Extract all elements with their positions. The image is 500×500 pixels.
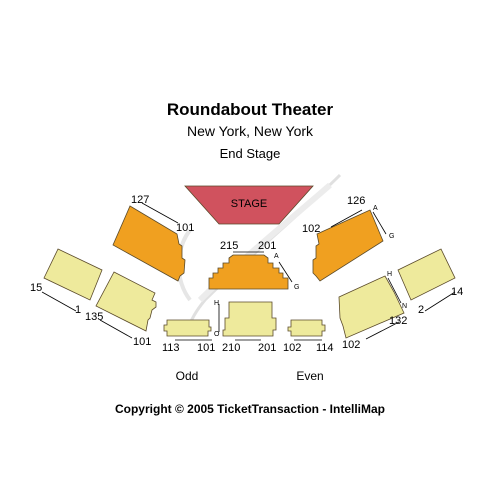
stage-label: STAGE bbox=[231, 198, 267, 210]
section-upper-right[interactable]: 126 102 A G bbox=[302, 195, 394, 282]
section-label-102-box: 102 bbox=[283, 342, 301, 354]
section-label-126: 126 bbox=[347, 195, 365, 207]
section-left-inner[interactable]: 135 101 bbox=[85, 271, 157, 348]
section-box-left[interactable]: 113 101 bbox=[162, 319, 215, 354]
section-far-right[interactable]: 2 14 bbox=[397, 248, 463, 316]
section-box-right-shape[interactable] bbox=[287, 319, 326, 337]
stage[interactable]: STAGE bbox=[184, 185, 314, 225]
section-label-14: 14 bbox=[451, 286, 463, 298]
section-label-114: 114 bbox=[316, 342, 334, 354]
section-label-102-upper: 102 bbox=[302, 223, 320, 235]
section-label-210: 210 bbox=[222, 342, 240, 354]
row-label-g-right: G bbox=[389, 233, 394, 240]
row-label-h-center: H bbox=[214, 300, 219, 307]
section-label-201-tier: 201 bbox=[258, 240, 276, 252]
section-center-tier-shape[interactable] bbox=[208, 254, 289, 290]
section-left-inner-shape[interactable] bbox=[95, 271, 157, 332]
section-label-101-left: 101 bbox=[133, 336, 151, 348]
section-far-left-shape[interactable] bbox=[43, 248, 103, 301]
section-label-102-right: 102 bbox=[342, 339, 360, 351]
section-label-127: 127 bbox=[131, 194, 149, 206]
stage-shape[interactable] bbox=[184, 185, 314, 225]
row-label-a-center: A bbox=[274, 253, 279, 260]
section-label-15: 15 bbox=[30, 282, 42, 294]
section-right-inner[interactable]: 132 102 H N bbox=[338, 271, 407, 351]
section-box-right[interactable]: 102 114 bbox=[283, 319, 334, 354]
section-label-132: 132 bbox=[389, 315, 407, 327]
section-box-left-shape[interactable] bbox=[163, 319, 212, 337]
section-upper-left[interactable]: 127 101 bbox=[112, 194, 194, 282]
section-far-right-shape[interactable] bbox=[397, 248, 456, 301]
venue-title: Roundabout Theater bbox=[166, 100, 334, 119]
row-label-n-right: N bbox=[402, 303, 407, 310]
section-label-201-box: 201 bbox=[258, 342, 276, 354]
section-center-tier[interactable]: 215 201 A G bbox=[208, 240, 299, 291]
section-label-135: 135 bbox=[85, 311, 103, 323]
section-label-1-left: 1 bbox=[75, 304, 81, 316]
row-label-h-right: H bbox=[387, 271, 392, 278]
odd-label: Odd bbox=[176, 369, 199, 383]
section-right-inner-shape[interactable] bbox=[338, 275, 405, 339]
row-label-a-right: A bbox=[373, 205, 378, 212]
row-label-g-center: G bbox=[294, 284, 299, 291]
section-upper-left-shape[interactable] bbox=[112, 205, 186, 282]
section-label-215: 215 bbox=[220, 240, 238, 252]
section-box-center[interactable]: 210 201 H O bbox=[214, 300, 277, 354]
section-label-113: 113 bbox=[162, 342, 180, 354]
section-label-101-box: 101 bbox=[197, 342, 215, 354]
venue-city: New York, New York bbox=[186, 123, 314, 139]
stage-configuration: End Stage bbox=[219, 146, 281, 161]
even-label: Even bbox=[296, 369, 323, 383]
section-label-2-right: 2 bbox=[418, 304, 424, 316]
section-far-left[interactable]: 15 1 bbox=[30, 248, 103, 316]
section-box-center-shape[interactable] bbox=[222, 301, 277, 337]
section-upper-right-shape[interactable] bbox=[312, 209, 384, 282]
copyright-notice: Copyright © 2005 TicketTransaction - Int… bbox=[114, 402, 386, 416]
row-label-o-center: O bbox=[214, 331, 220, 338]
section-label-101-upper: 101 bbox=[176, 222, 194, 234]
